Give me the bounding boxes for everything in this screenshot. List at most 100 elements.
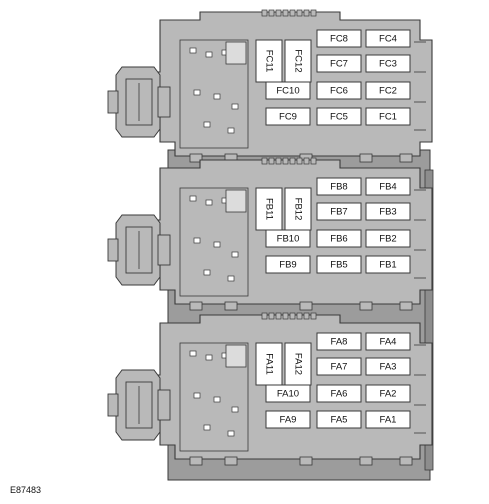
top-tooth xyxy=(261,157,268,165)
fuse-label: FC7 xyxy=(330,59,348,70)
top-tooth xyxy=(282,157,289,165)
top-tooth xyxy=(282,312,289,320)
clip-window xyxy=(125,226,153,274)
fuse-fa2 xyxy=(365,384,411,403)
fuse-fc2 xyxy=(365,81,411,100)
top-tooth xyxy=(261,9,268,17)
clip-latch xyxy=(107,238,119,262)
relay-block xyxy=(225,189,247,213)
fuse-fa1 xyxy=(365,410,411,429)
top-tooth xyxy=(296,9,303,17)
figure-id: E87483 xyxy=(10,485,42,495)
fuse-label: FB1 xyxy=(379,260,396,271)
fuse-label: FA3 xyxy=(380,362,397,373)
fuse-label: FA5 xyxy=(331,415,348,426)
socket-terminal xyxy=(231,251,239,258)
top-tooth xyxy=(268,157,275,165)
socket-terminal xyxy=(203,121,211,128)
fuse-label: FA1 xyxy=(380,415,397,426)
fuse-fb5 xyxy=(316,255,362,274)
fuse-label: FC6 xyxy=(330,86,348,97)
socket-terminal xyxy=(205,354,213,361)
bottom-tab xyxy=(299,456,313,466)
fuse-fb2 xyxy=(365,229,411,248)
top-tooth xyxy=(303,9,310,17)
bottom-tab xyxy=(399,456,413,466)
fuse-label: FC9 xyxy=(279,112,297,123)
socket-terminal xyxy=(189,195,197,202)
clip-arm xyxy=(157,86,171,118)
fuse-fa7 xyxy=(316,357,362,376)
fuse-fc9 xyxy=(265,107,311,126)
fuse-label: FA6 xyxy=(331,389,348,400)
clip-window xyxy=(125,78,153,126)
relay-block xyxy=(225,41,247,65)
fuse-label: FA12 xyxy=(292,353,303,375)
clip-latch xyxy=(107,90,119,114)
fuse-label: FB11 xyxy=(263,198,274,220)
fuse-fc10 xyxy=(265,81,311,100)
fuse-label: FB8 xyxy=(330,182,347,193)
bottom-tab xyxy=(359,456,373,466)
socket-terminal xyxy=(189,47,197,54)
fuse-label: FB9 xyxy=(279,260,296,271)
fuse-fb10 xyxy=(265,229,311,248)
fuse-fc12 xyxy=(284,39,312,83)
fuse-label: FC2 xyxy=(379,86,397,97)
top-tooth xyxy=(296,157,303,165)
socket-terminal xyxy=(213,396,221,403)
fuse-fc5 xyxy=(316,107,362,126)
bottom-tab xyxy=(359,153,373,163)
clip-latch xyxy=(107,393,119,417)
fuse-fb8 xyxy=(316,177,362,196)
fuse-label: FC5 xyxy=(330,112,348,123)
fuse-fb1 xyxy=(365,255,411,274)
fuse-label: FA11 xyxy=(263,353,274,374)
fuse-label: FA7 xyxy=(331,362,348,373)
socket-terminal xyxy=(213,241,221,248)
fuse-fc6 xyxy=(316,81,362,100)
fuse-label: FB7 xyxy=(330,207,347,218)
rear-frame-edge xyxy=(424,169,434,471)
fuse-label: FC11 xyxy=(263,50,274,73)
fuse-fa8 xyxy=(316,332,362,351)
bottom-tab xyxy=(189,456,203,466)
fuse-label: FB6 xyxy=(330,234,347,245)
socket-terminal xyxy=(227,127,235,134)
clip-arm xyxy=(157,234,171,266)
fuse-fb4 xyxy=(365,177,411,196)
fuse-label: FB12 xyxy=(292,198,303,221)
clip-bracket xyxy=(115,369,161,441)
fuse-fc4 xyxy=(365,29,411,48)
socket-terminal xyxy=(189,350,197,357)
fuse-label: FB3 xyxy=(379,207,396,218)
fuse-label: FB4 xyxy=(379,182,396,193)
fuse-fa3 xyxy=(365,357,411,376)
fuse-label: FA2 xyxy=(380,389,397,400)
fuse-label: FA8 xyxy=(331,337,348,348)
top-tooth xyxy=(289,312,296,320)
fuse-fb12 xyxy=(284,187,312,231)
top-tooth xyxy=(289,157,296,165)
bottom-tab xyxy=(299,301,313,311)
relay-block xyxy=(225,344,247,368)
fuse-fa9 xyxy=(265,410,311,429)
fuse-label: FC10 xyxy=(276,86,299,97)
bottom-tab xyxy=(359,301,373,311)
top-tooth xyxy=(282,9,289,17)
fuse-label: FC3 xyxy=(379,59,397,70)
fuse-fc3 xyxy=(365,54,411,73)
top-tooth xyxy=(310,9,317,17)
top-tooth xyxy=(275,157,282,165)
fuse-fa5 xyxy=(316,410,362,429)
socket-terminal xyxy=(227,430,235,437)
socket-terminal xyxy=(205,199,213,206)
fuse-label: FB10 xyxy=(277,234,300,245)
bottom-tab xyxy=(399,301,413,311)
socket-terminal xyxy=(193,392,201,399)
fuse-label: FC12 xyxy=(292,49,303,72)
clip-arm xyxy=(157,389,171,421)
top-tooth xyxy=(296,312,303,320)
